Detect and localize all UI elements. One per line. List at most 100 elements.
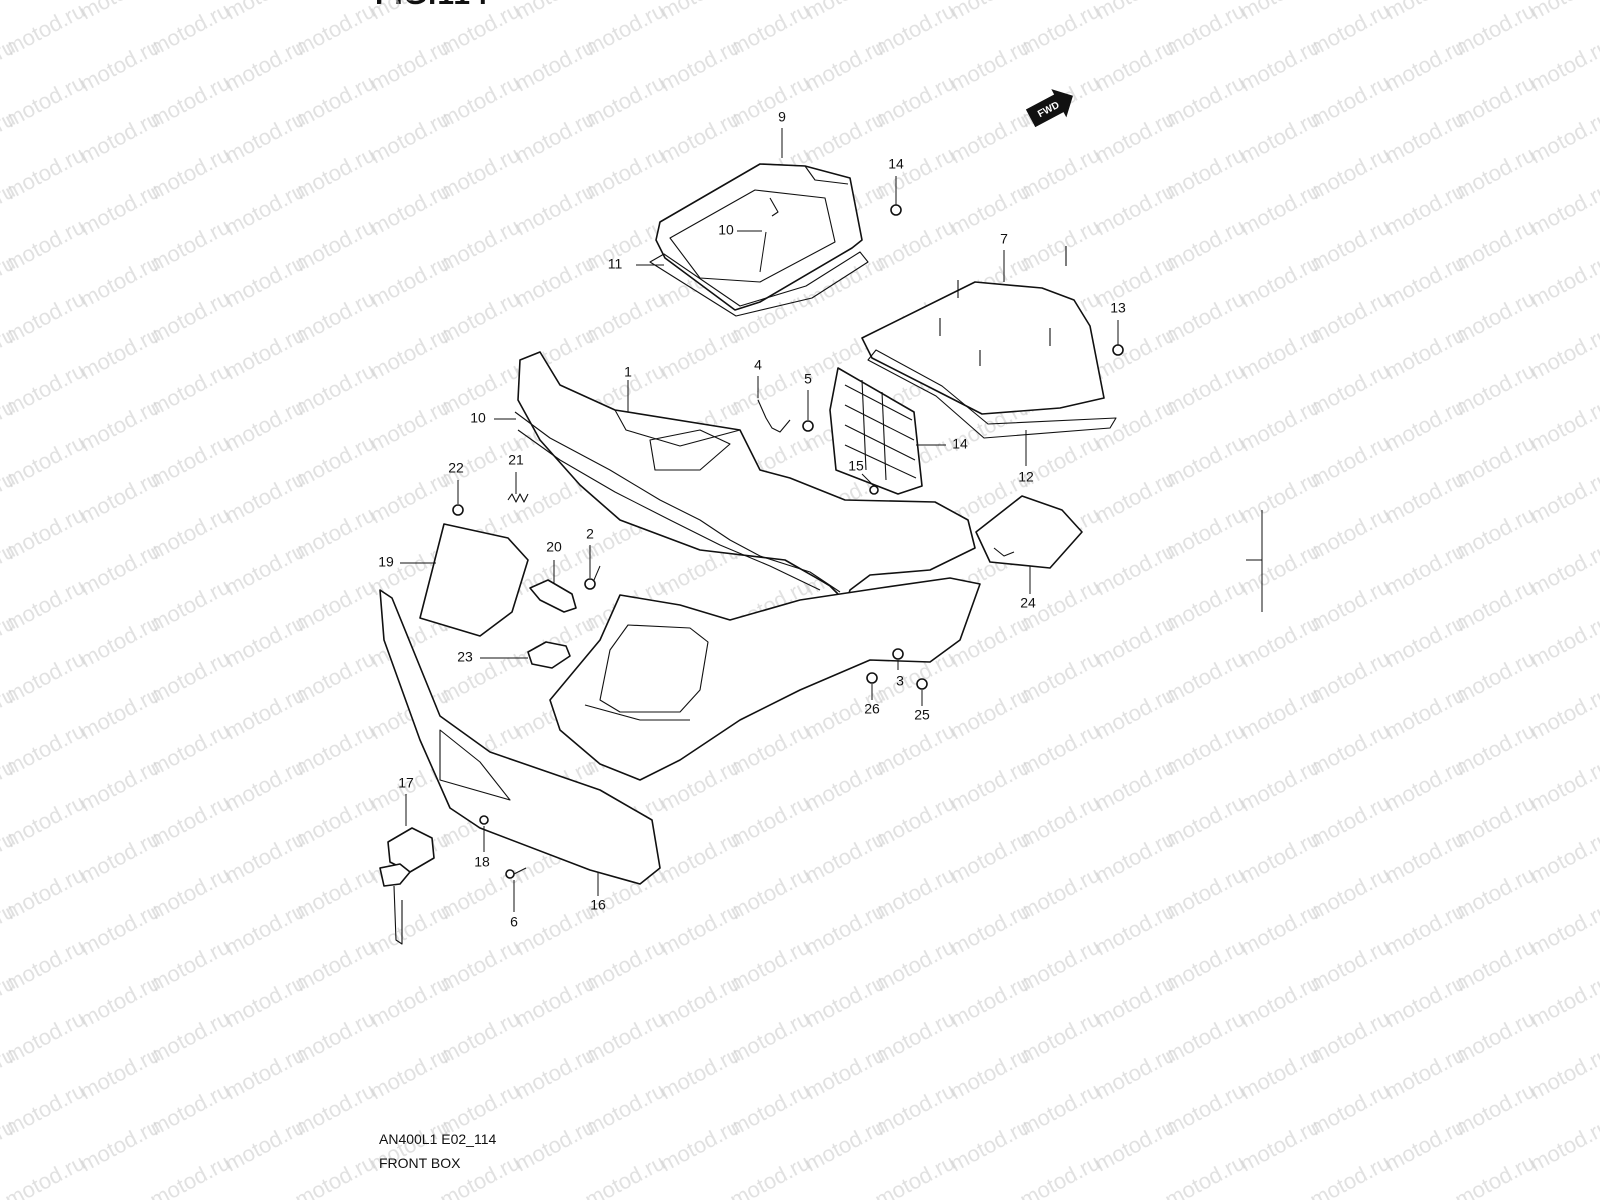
section-name: FRONT BOX xyxy=(379,1155,461,1171)
watermark-text: motod.ru xyxy=(511,970,599,1033)
watermark-text: motod.ru xyxy=(1526,394,1600,457)
watermark-text: motod.ru xyxy=(1091,34,1179,97)
watermark-text: motod.ru xyxy=(1526,538,1600,601)
watermark-text: motod.ru xyxy=(1526,826,1600,889)
watermark-text: motod.ru xyxy=(1236,610,1324,673)
watermark-text: motod.ru xyxy=(1236,250,1324,313)
rod-icon-4 xyxy=(757,399,791,433)
watermark-text: motod.ru xyxy=(221,610,309,673)
watermark-text: motod.ru xyxy=(1381,106,1469,169)
part-label-19: 19 xyxy=(378,554,394,570)
watermark-text: motod.ru xyxy=(1091,970,1179,1033)
watermark-text: motod.ru xyxy=(221,34,309,97)
watermark-text: motod.ru xyxy=(221,538,309,601)
watermark-text: motod.ru xyxy=(1381,466,1469,529)
inner-cover-drawing xyxy=(861,246,1105,415)
screw-icon-3 xyxy=(892,648,904,660)
watermark-text: motod.ru xyxy=(1236,898,1324,961)
watermark-text: motod.ru xyxy=(1236,322,1324,385)
watermark-text: motod.ru xyxy=(1526,106,1600,169)
watermark-text: motod.ru xyxy=(1236,178,1324,241)
watermark-text: motod.ru xyxy=(221,1042,309,1105)
part-label-8: 9 xyxy=(778,109,786,125)
part-label-23: 23 xyxy=(457,649,473,665)
watermark-text: motod.ru xyxy=(1,1150,89,1200)
part-label-21: 21 xyxy=(508,452,524,468)
watermark-text: motod.ru xyxy=(1236,970,1324,1033)
watermark-text: motod.ru xyxy=(1526,754,1600,817)
part-callouts: 9 14 10 11 7 13 1 4 5 10 14 12 15 22 21 … xyxy=(378,109,1126,930)
watermark-text: motod.ru xyxy=(946,0,1034,24)
watermark-text: motod.ru xyxy=(1236,394,1324,457)
watermark-text: motod.ru xyxy=(1526,898,1600,961)
watermark-text: motod.ru xyxy=(946,1114,1034,1177)
watermark-text: motod.ru xyxy=(1091,754,1179,817)
watermark-text: motod.ru xyxy=(146,1150,234,1200)
watermark-text: motod.ru xyxy=(1526,34,1600,97)
watermark-text: motod.ru xyxy=(1526,250,1600,313)
watermark-text: motod.ru xyxy=(1381,610,1469,673)
watermark-text: motod.ru xyxy=(76,1114,164,1177)
part-label-3: 3 xyxy=(896,673,904,689)
watermark-text: motod.ru xyxy=(366,0,454,24)
bolt-icon-2 xyxy=(584,565,601,590)
front-cowl-lower-drawing xyxy=(549,577,981,781)
watermark-text: motod.ru xyxy=(221,106,309,169)
watermark-text: motod.ru xyxy=(1091,250,1179,313)
watermark-text: motod.ru xyxy=(946,682,1034,745)
watermark-text: motod.ru xyxy=(1091,106,1179,169)
watermark-text: motod.ru xyxy=(946,970,1034,1033)
watermark-text: motod.ru xyxy=(1236,538,1324,601)
page-title: FIG.114 xyxy=(375,0,489,12)
front-box-body-drawing xyxy=(514,351,976,603)
watermark-text: motod.ru xyxy=(946,106,1034,169)
screw-icon-9 xyxy=(759,231,767,273)
watermark-text: motod.ru xyxy=(1161,1150,1249,1200)
part-label-14-upper: 14 xyxy=(888,156,904,172)
watermark-text: motod.ru xyxy=(1381,898,1469,961)
watermark-text: motod.ru xyxy=(946,34,1034,97)
watermark-text: motod.ru xyxy=(76,754,164,817)
watermark-text: motod.ru xyxy=(221,970,309,1033)
watermark-text: motod.ru xyxy=(1306,1150,1394,1200)
screw-icon-13 xyxy=(1112,336,1124,356)
watermark-text: motod.ru xyxy=(801,970,889,1033)
watermark-text: motod.ru xyxy=(1526,610,1600,673)
watermark-text: motod.ru xyxy=(1236,466,1324,529)
watermark-text: motod.ru xyxy=(1091,394,1179,457)
watermark-text: motod.ru xyxy=(76,106,164,169)
part-label-25: 25 xyxy=(914,707,930,723)
watermark-text: motod.ru xyxy=(1596,1150,1600,1200)
watermark-text: motod.ru xyxy=(656,970,744,1033)
watermark-text: motod.ru xyxy=(1091,682,1179,745)
watermark-text: motod.ru xyxy=(1451,1150,1539,1200)
screw-icon-6 xyxy=(505,867,527,879)
watermark-text: motod.ru xyxy=(366,970,454,1033)
watermark-text: motod.ru xyxy=(366,394,454,457)
watermark-text: motod.ru xyxy=(1381,34,1469,97)
tray-seal-drawing xyxy=(649,251,869,317)
watermark-text: motod.ru xyxy=(801,0,889,24)
watermark-text: motod.ru xyxy=(291,1150,379,1200)
watermark-text: motod.ru xyxy=(221,754,309,817)
watermark-text: motod.ru xyxy=(656,322,744,385)
watermark-text: motod.ru xyxy=(366,1042,454,1105)
part-label-15: 15 xyxy=(848,458,864,474)
watermark-text: motod.ru xyxy=(1236,1114,1324,1177)
watermark-text: motod.ru xyxy=(1236,754,1324,817)
side-panel-drawing xyxy=(829,367,923,495)
part-label-7: 7 xyxy=(1000,231,1008,247)
part-label-24: 24 xyxy=(1020,595,1036,611)
part-label-13: 13 xyxy=(1110,300,1126,316)
watermark-text: motod.ru xyxy=(656,898,744,961)
watermark-text: motod.ru xyxy=(1091,610,1179,673)
watermark-text: motod.ru xyxy=(221,394,309,457)
part-label-6: 6 xyxy=(510,914,518,930)
watermark-text: motod.ru xyxy=(1381,682,1469,745)
watermark-text: motod.ru xyxy=(76,250,164,313)
screw-icon-26 xyxy=(866,672,878,684)
watermark-text: motod.ru xyxy=(1526,466,1600,529)
part-label-18: 18 xyxy=(474,854,490,870)
watermark-text: motod.ru xyxy=(801,754,889,817)
watermark-text: motod.ru xyxy=(1091,898,1179,961)
